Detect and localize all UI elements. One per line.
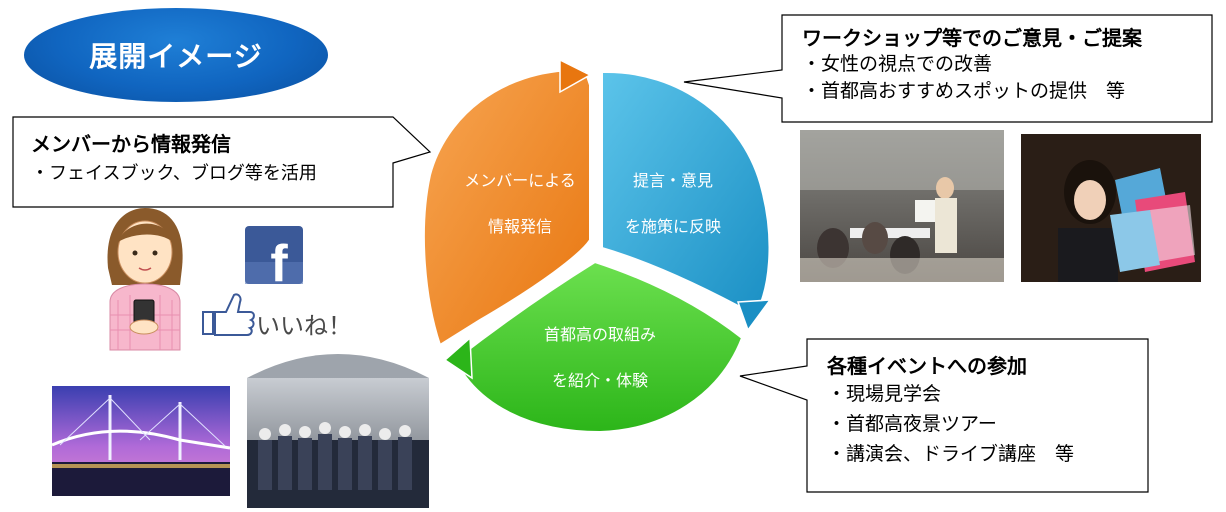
cycle-label-blue: 提言・意見 を施策に反映 (608, 158, 738, 250)
events-callout-item: ・講演会、ドライブ講座 等 (827, 443, 1075, 465)
cycle-segment-blue (601, 70, 772, 332)
title-badge: 展開イメージ (24, 8, 328, 102)
woman-with-magazines-photo (1021, 134, 1201, 282)
facebook-f-letter: f (270, 235, 288, 293)
workshop-callout-heading: ワークショップ等でのご意見・ご提案 (802, 26, 1142, 50)
cycle-segment-green (443, 260, 744, 434)
site-tour-group-photo (247, 354, 429, 508)
members-callout-item: ・フェイスブック、ブログ等を活用 (31, 163, 317, 184)
cycle-label-orange-line2: 情報発信 (487, 217, 552, 236)
night-bridge-photo (51, 386, 231, 496)
events-callout-box (739, 338, 1149, 493)
workshop-callout-item: ・女性の視点での改善 (802, 53, 993, 75)
cycle-label-blue-line1: 提言・意見 (632, 171, 713, 190)
events-callout-item: ・首都高夜景ツアー (827, 413, 997, 435)
like-text: いいね！ (256, 312, 352, 340)
members-callout-heading: メンバーから情報発信 (31, 132, 231, 156)
cycle-segment-orange (422, 58, 592, 347)
cycle-label-orange: メンバーによる 情報発信 (455, 158, 585, 250)
cycle-label-green-line1: 首都高の取組み (543, 325, 656, 344)
facebook-logo-icon: f (245, 226, 303, 293)
events-callout: 各種イベントへの参加 ・現場見学会 ・首都高夜景ツアー ・講演会、ドライブ講座 … (827, 350, 1074, 469)
members-callout-box (12, 116, 432, 208)
workshop-meeting-photo (800, 130, 1004, 282)
workshop-callout-box (683, 14, 1213, 123)
events-callout-item: ・現場見学会 (827, 383, 942, 405)
cycle-label-orange-line1: メンバーによる (464, 171, 576, 190)
thumbs-up-icon (202, 293, 255, 336)
cycle-label-green: 首都高の取組み を紹介・体験 (520, 312, 680, 404)
cycle-label-green-line2: を紹介・体験 (551, 371, 648, 390)
woman-smartphone-illustration (107, 208, 183, 351)
events-callout-heading: 各種イベントへの参加 (827, 354, 1027, 378)
workshop-callout-item: ・首都高おすすめスポットの提供 等 (802, 80, 1126, 102)
cycle-label-blue-line2: を施策に反映 (624, 217, 721, 236)
members-callout: メンバーから情報発信 ・フェイスブック、ブログ等を活用 (31, 128, 317, 187)
workshop-callout: ワークショップ等でのご意見・ご提案 ・女性の視点での改善 ・首都高おすすめスポッ… (802, 22, 1142, 105)
page-title: 展開イメージ (89, 40, 263, 73)
